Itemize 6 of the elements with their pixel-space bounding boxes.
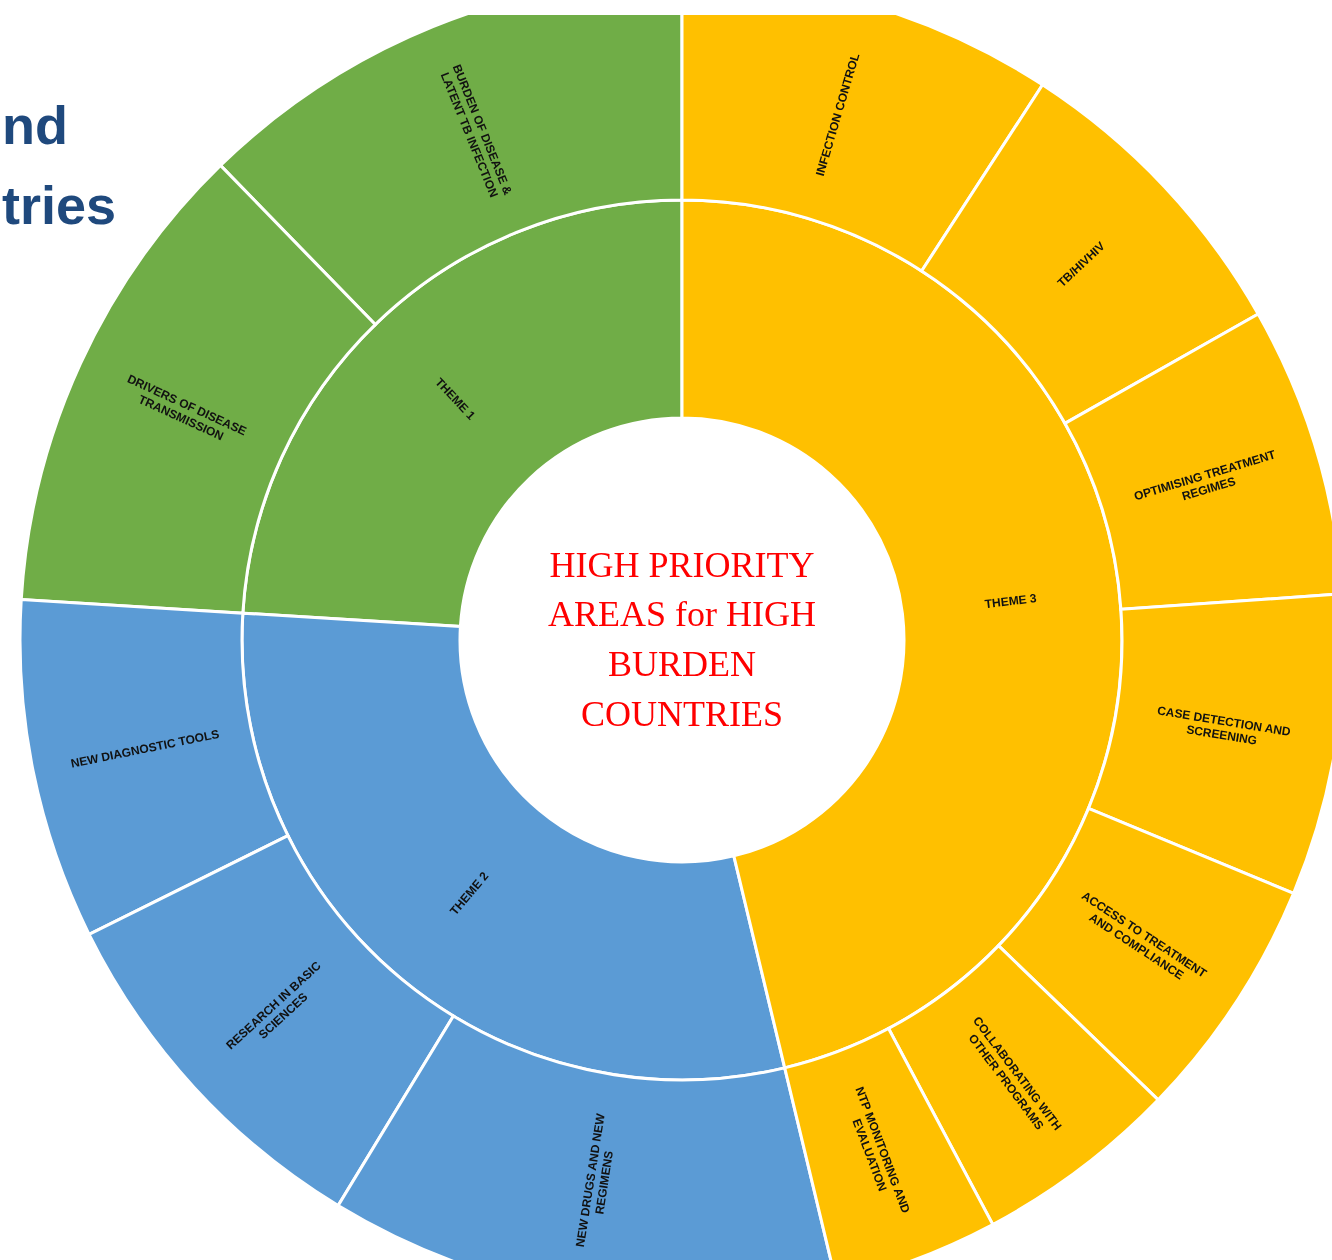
title-fragment: tries [2,178,117,232]
title-fragment: nd [2,98,68,152]
segment-label: NEW DRUGS AND NEW REGIMENS [571,1111,617,1250]
segment-label: CASE DETECTION AND SCREENING [1155,702,1293,750]
center-title: HIGH PRIORITY AREAS for HIGH BURDEN COUNTRIES [547,543,817,736]
segment-label: THEME 3 [984,590,1038,612]
